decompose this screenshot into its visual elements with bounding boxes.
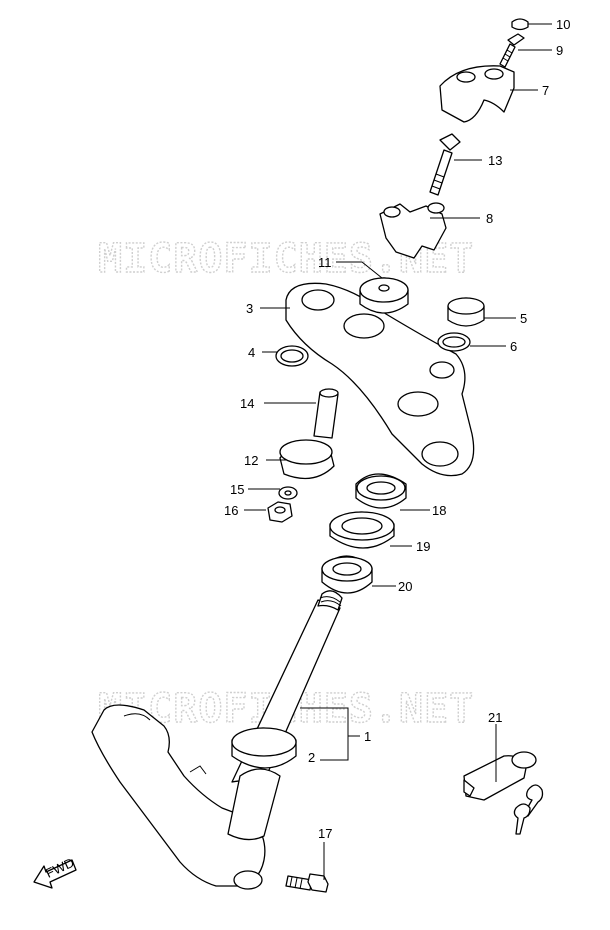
callout-9: 9 bbox=[556, 43, 563, 58]
part-10-cap bbox=[511, 18, 529, 31]
part-19-dust-seal bbox=[329, 511, 395, 549]
leader-lines bbox=[244, 23, 552, 880]
callout-11: 11 bbox=[318, 255, 332, 270]
part-1-steering-stem bbox=[91, 590, 343, 890]
callout-8: 8 bbox=[486, 211, 493, 226]
part-5-cap-nut bbox=[447, 297, 485, 327]
part-7-handlebar-holder-upper bbox=[439, 65, 515, 123]
part-14-pin bbox=[313, 388, 339, 439]
callout-14: 14 bbox=[240, 396, 254, 411]
part-3-upper-bracket bbox=[285, 282, 475, 477]
part-20-bearing bbox=[321, 555, 373, 594]
part-21-lock-with-keys bbox=[463, 751, 544, 835]
part-4-washer bbox=[275, 345, 309, 367]
part-13-long-bolt bbox=[429, 133, 461, 196]
callout-3: 3 bbox=[246, 301, 253, 316]
callout-4: 4 bbox=[248, 345, 255, 360]
callout-12: 12 bbox=[244, 453, 258, 468]
callout-13: 13 bbox=[488, 153, 502, 168]
callout-20: 20 bbox=[398, 579, 412, 594]
callout-5: 5 bbox=[520, 311, 527, 326]
part-15-washer bbox=[278, 486, 298, 500]
callout-21: 21 bbox=[488, 710, 502, 725]
part-6-washer bbox=[437, 332, 471, 352]
callout-19: 19 bbox=[416, 539, 430, 554]
callout-18: 18 bbox=[432, 503, 446, 518]
callout-15: 15 bbox=[230, 482, 244, 497]
fwd-arrow: FWD bbox=[33, 855, 77, 889]
callout-16: 16 bbox=[224, 503, 238, 518]
part-2-seal bbox=[231, 727, 297, 769]
part-9-bolt bbox=[499, 33, 525, 68]
callout-numbers: 10 9 7 13 8 11 3 5 6 4 14 12 15 16 18 19… bbox=[224, 17, 570, 841]
part-17-bolt bbox=[285, 873, 329, 893]
callout-10: 10 bbox=[556, 17, 570, 32]
callout-1: 1 bbox=[364, 729, 371, 744]
callout-7: 7 bbox=[542, 83, 549, 98]
callout-6: 6 bbox=[510, 339, 517, 354]
part-18-castle-nut bbox=[355, 473, 407, 509]
callout-2: 2 bbox=[308, 750, 315, 765]
part-12-bearing bbox=[279, 439, 335, 480]
part-8-handlebar-holder-lower bbox=[379, 202, 447, 259]
callout-17: 17 bbox=[318, 826, 332, 841]
part-11-rubber-mount bbox=[359, 277, 409, 314]
part-16-nut bbox=[267, 501, 293, 523]
